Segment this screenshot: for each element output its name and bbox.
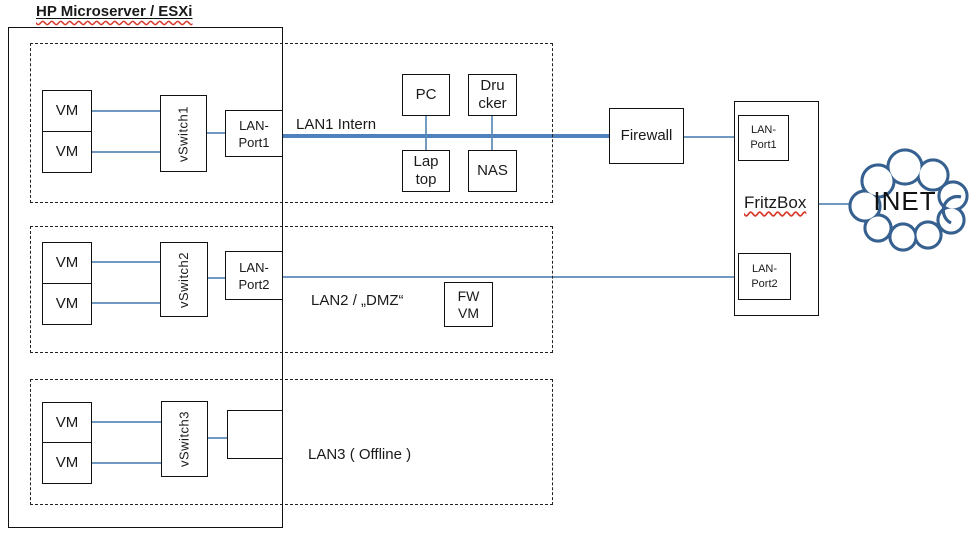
fritzbox-lan-port1-box: LAN- Port1 bbox=[738, 115, 789, 161]
laptop-box: Lap top bbox=[402, 150, 450, 192]
vswitch2-box: vSwitch2 bbox=[160, 242, 208, 317]
esxi-lan-port1-line2: Port1 bbox=[238, 134, 270, 150]
vm-box: VM bbox=[42, 442, 92, 484]
vm-label: VM bbox=[55, 102, 79, 119]
fritzbox-lan-port1-line2: Port1 bbox=[750, 139, 777, 151]
vswitch2-label: vSwitch2 bbox=[176, 251, 191, 308]
lan2-zone-box bbox=[30, 226, 553, 353]
lan3-label: LAN3 ( Offline ) bbox=[308, 446, 412, 463]
esxi-lan-port1-line1: LAN- bbox=[239, 117, 269, 133]
laptop-label-line2: top bbox=[415, 171, 437, 188]
inet-label: INET bbox=[873, 186, 936, 216]
inet-cloud: INET bbox=[848, 148, 969, 252]
laptop-label-line1: Lap bbox=[413, 153, 439, 170]
esxi-lan-port1-box: LAN- Port1 bbox=[225, 110, 283, 157]
fritzbox-lan-port2-line1: LAN- bbox=[751, 262, 778, 275]
vswitch1-label: vSwitch1 bbox=[175, 105, 191, 162]
vm-box: VM bbox=[42, 131, 92, 173]
diagram-title: HP Microserver / ESXi bbox=[36, 3, 192, 20]
fw-vm-label-line1: FW bbox=[457, 287, 480, 304]
lan2-label: LAN2 / „DMZ“ bbox=[311, 292, 404, 309]
pc-box: PC bbox=[402, 74, 450, 116]
esxi-unlabeled-port-box bbox=[227, 410, 283, 459]
vm-label: VM bbox=[55, 454, 79, 471]
drucker-box: Dru cker bbox=[468, 74, 517, 116]
vswitch3-label: vSwitch3 bbox=[176, 410, 192, 468]
fritzbox-lan-port2-line2: Port2 bbox=[751, 277, 778, 290]
esxi-lan-port2-line1: LAN- bbox=[239, 259, 269, 275]
vm-box: VM bbox=[42, 283, 92, 325]
vm-label: VM bbox=[55, 413, 79, 431]
fritzbox-label: FritzBox bbox=[744, 193, 807, 212]
fw-vm-label-line2: VM bbox=[457, 304, 479, 321]
fritzbox-lan-port2-box: LAN- Port2 bbox=[738, 253, 791, 300]
vswitch3-box: vSwitch3 bbox=[161, 401, 208, 477]
vm-box: VM bbox=[42, 402, 92, 443]
esxi-lan-port2-box: LAN- Port2 bbox=[225, 251, 283, 300]
vm-box: VM bbox=[42, 90, 92, 132]
lan3-zone-box bbox=[30, 379, 553, 505]
firewall-box: Firewall bbox=[609, 108, 684, 164]
cloud-body bbox=[851, 151, 966, 249]
drucker-label-line1: Dru bbox=[480, 77, 505, 94]
nas-label: NAS bbox=[477, 162, 508, 179]
drucker-label-line2: cker bbox=[478, 95, 507, 112]
vswitch1-box: vSwitch1 bbox=[160, 95, 207, 172]
firewall-label: Firewall bbox=[620, 127, 673, 144]
lan1-label: LAN1 Intern bbox=[296, 116, 377, 133]
vm-label: VM bbox=[55, 295, 79, 312]
pc-label: PC bbox=[415, 86, 437, 103]
vm-label: VM bbox=[55, 143, 79, 160]
vm-label: VM bbox=[55, 254, 79, 271]
vm-box: VM bbox=[42, 242, 92, 284]
cloud-outline bbox=[848, 148, 969, 252]
fritzbox-lan-port1-line1: LAN- bbox=[750, 124, 777, 136]
diagram-title-text: HP Microserver / ESXi bbox=[36, 3, 193, 20]
lan1-zone-box bbox=[30, 43, 553, 203]
esxi-lan-port2-line2: Port2 bbox=[238, 276, 270, 292]
nas-box: NAS bbox=[468, 150, 517, 192]
cloud-curl bbox=[941, 194, 962, 225]
fw-vm-box: FW VM bbox=[444, 282, 493, 327]
